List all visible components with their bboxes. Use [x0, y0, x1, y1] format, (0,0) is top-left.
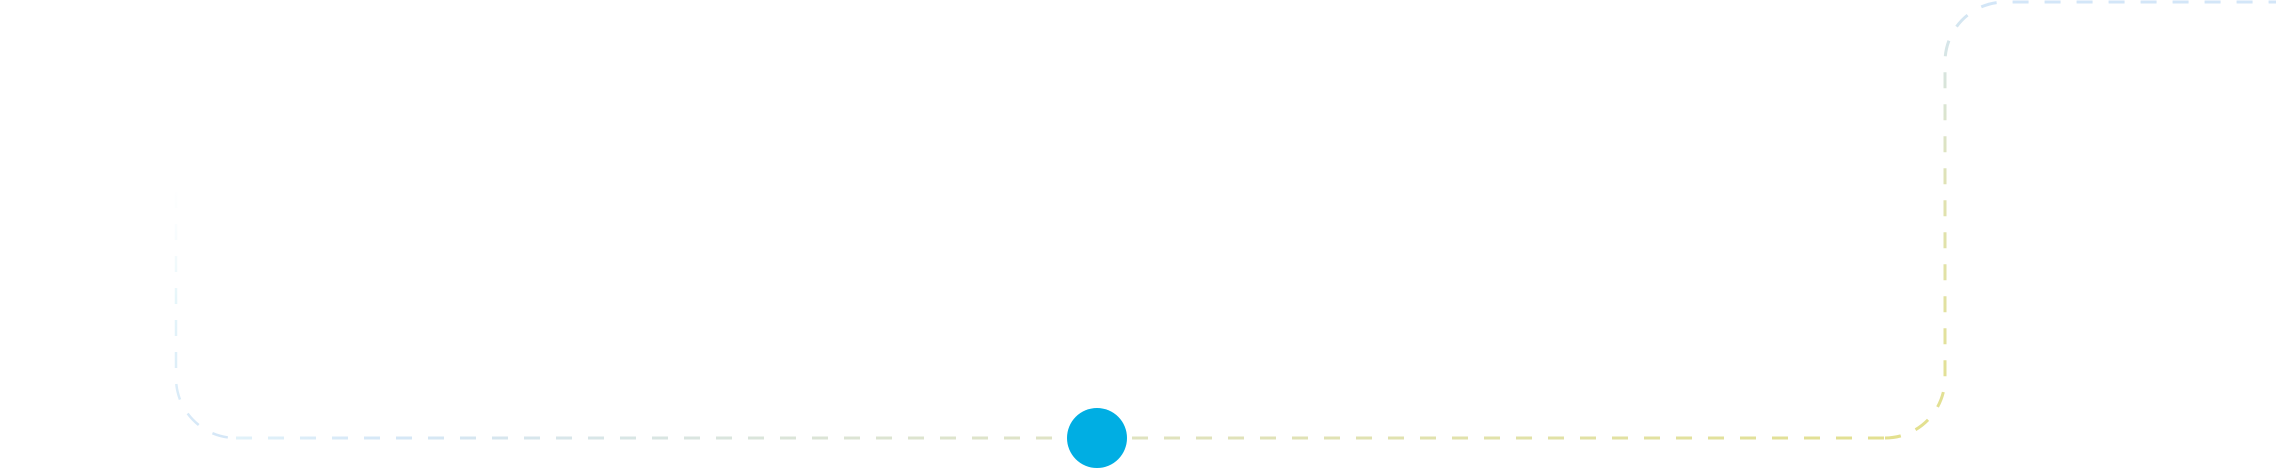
connector-right-segment: [1884, 0, 2276, 440]
connector-node-dot: [1067, 408, 1127, 468]
connector-left-segment: [174, 160, 237, 440]
